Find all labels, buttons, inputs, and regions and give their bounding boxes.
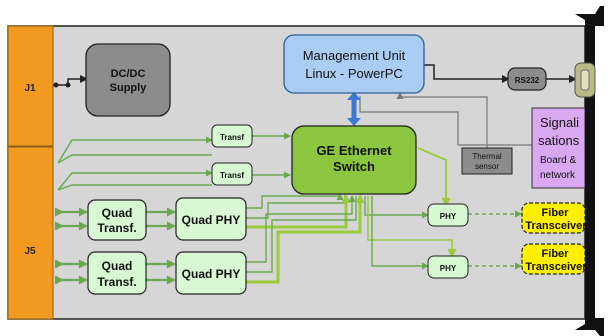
fiber-bottom-line2: Transceiver xyxy=(525,261,587,273)
front-panel-bottom-hook xyxy=(575,318,604,336)
phy-bottom-box xyxy=(427,255,469,279)
management-label-line1: Management Unit xyxy=(303,48,406,63)
transf-bottom-label: Transf xyxy=(220,171,244,180)
phy-bottom-label: PHY xyxy=(440,264,457,273)
dcdc-label-line2: Supply xyxy=(110,82,148,94)
signal-label-line1: Signali xyxy=(540,115,579,130)
signalisation-board-box xyxy=(531,107,586,189)
rs232-box xyxy=(507,67,547,91)
connector-j5 xyxy=(7,146,54,320)
qp-top-switch-1 xyxy=(246,193,344,209)
management-unit-box xyxy=(283,34,425,94)
quad-transf-top-line2: Transf. xyxy=(97,221,136,235)
power-line xyxy=(53,75,88,86)
fiber-bottom-line1: Fiber xyxy=(542,248,570,260)
connector-j1 xyxy=(7,25,54,147)
serial-port-slot xyxy=(580,69,590,91)
fiber-top-line1: Fiber xyxy=(542,207,570,219)
thermal-label-line2: sensor xyxy=(475,162,499,171)
transf-bottom-box xyxy=(211,162,253,186)
qp-top-switch-bright xyxy=(246,194,351,229)
switch-phy-bottom-line2 xyxy=(371,196,429,270)
quad-phy-bottom-box xyxy=(175,251,247,295)
front-panel-overlay xyxy=(585,100,595,300)
j5-transf-bottom-line xyxy=(57,169,213,191)
qp-bottom-switch-1 xyxy=(246,195,356,263)
power-junction xyxy=(65,82,71,88)
management-label-line2: Linux - PowerPC xyxy=(305,66,403,81)
connector-j1-label: J1 xyxy=(24,83,36,94)
phy-top-label: PHY xyxy=(440,212,457,221)
switch-phy-top-bright xyxy=(417,147,451,207)
thermal-to-mgmt-line xyxy=(396,92,488,148)
qp-bottom-switch-bright xyxy=(246,194,365,284)
quad-phy-top-label: Quad PHY xyxy=(182,213,241,227)
quad-transf-bottom-line2: Transf. xyxy=(97,275,136,289)
switch-label-line2: Switch xyxy=(333,159,375,174)
thermal-label-line1: Thermal xyxy=(472,152,502,161)
signal-label-line3: Board & xyxy=(540,155,576,166)
transf-top-box xyxy=(211,124,253,148)
qp-bottom-switch-2 xyxy=(246,196,357,273)
mgmt-rs232-line xyxy=(424,64,510,83)
signal-label-line2: sations xyxy=(538,133,580,148)
phy-top-box xyxy=(427,203,469,227)
j5-transf-top-line xyxy=(57,136,213,164)
transf-top-label: Transf xyxy=(220,133,244,142)
j5-transf-bottom-line2 xyxy=(57,184,212,191)
mgmt-switch-arrow-up xyxy=(347,92,361,100)
dcdc-label-line1: DC/DC xyxy=(111,68,146,80)
fiber-top-line2: Transceiver xyxy=(525,220,587,232)
thermal-sensor-box xyxy=(461,147,513,175)
power-junction xyxy=(53,82,59,88)
quad-transf-bottom-line1: Quad xyxy=(102,259,133,273)
mgmt-switch-arrow-down xyxy=(347,118,361,126)
front-panel-top-hook xyxy=(575,6,604,26)
j5-transf-top-line2 xyxy=(57,154,212,164)
switch-phy-bottom-line xyxy=(367,196,457,258)
signal-label-line4: network xyxy=(540,170,576,181)
quad-transf-bottom-box xyxy=(87,251,147,295)
ge-ethernet-switch-box xyxy=(291,125,417,195)
rs232-label: RS232 xyxy=(515,76,540,85)
connector-j5-label: J5 xyxy=(24,246,36,257)
quad-transf-top-line1: Quad xyxy=(102,206,133,220)
switch-label-line1: GE Ethernet xyxy=(316,143,392,158)
signal-to-mgmt-line xyxy=(359,96,532,146)
quad-phy-bottom-label: Quad PHY xyxy=(182,267,241,281)
quad-phy-top-box xyxy=(175,197,247,241)
quad-transf-top-box xyxy=(87,199,147,241)
dcdc-supply-box xyxy=(85,43,171,117)
switch-phy-top-line xyxy=(364,196,429,219)
